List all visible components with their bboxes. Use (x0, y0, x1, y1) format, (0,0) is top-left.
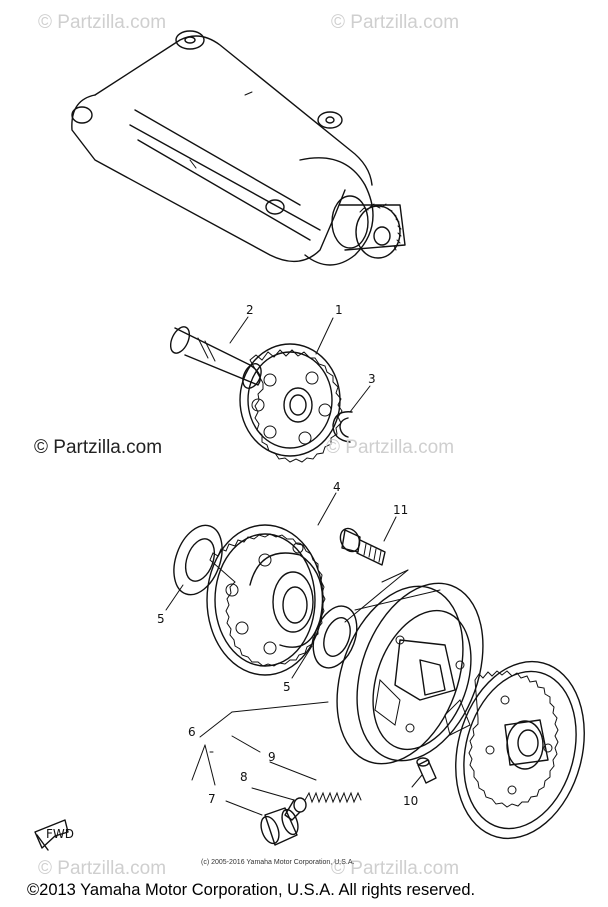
callout-leaders (165, 316, 423, 816)
shaft-part-2 (169, 326, 262, 389)
watermark-top-right: © Partzilla.com (331, 12, 460, 33)
fwd-arrow-icon: FWD (34, 819, 74, 851)
watermark-bottom-left: © Partzilla.com (38, 858, 167, 879)
callout-11: 11 (393, 503, 408, 517)
watermark-bottom-right: © Partzilla.com (331, 858, 460, 879)
callout-numbers: 1 2 3 4 5 5 6 7 8 9 10 11 (157, 303, 418, 808)
callout-7: 7 (208, 792, 216, 806)
roller-part-7 (260, 807, 299, 846)
callout-2: 2 (246, 303, 254, 317)
small-copyright: (c) 2005-2016 Yamaha Motor Corporation, … (201, 859, 355, 866)
watermark-top-left: © Partzilla.com (38, 12, 167, 33)
fwd-label: FWD (46, 827, 74, 841)
callout-10: 10 (403, 794, 418, 808)
spring-part-9 (304, 791, 362, 804)
washer-part-5-right (312, 605, 358, 669)
watermark-middle-right: © Partzilla.com (326, 437, 455, 458)
circlip-part-3 (332, 411, 353, 443)
callout-9: 9 (268, 750, 276, 764)
idler-gear-part-1 (239, 343, 343, 463)
callout-8: 8 (240, 770, 248, 784)
callout-3: 3 (368, 372, 376, 386)
callout-6: 6 (188, 725, 196, 739)
clutch-housing (336, 582, 484, 765)
callout-4: 4 (333, 480, 341, 494)
callout-1: 1 (335, 303, 343, 317)
watermark-middle-left: © Partzilla.com (34, 437, 163, 458)
callout-5-left: 5 (157, 612, 165, 626)
footer-copyright: ©2013 Yamaha Motor Corporation, U.S.A. A… (27, 881, 476, 899)
starter-motor (71, 30, 406, 266)
starter-wheel-gear-part-4 (206, 524, 326, 676)
washer-part-5-left (173, 524, 223, 596)
pin-part-10 (416, 757, 437, 784)
callout-5-right: 5 (283, 680, 291, 694)
ring-gear-assembly (455, 660, 585, 840)
bolt-part-11 (339, 527, 386, 566)
